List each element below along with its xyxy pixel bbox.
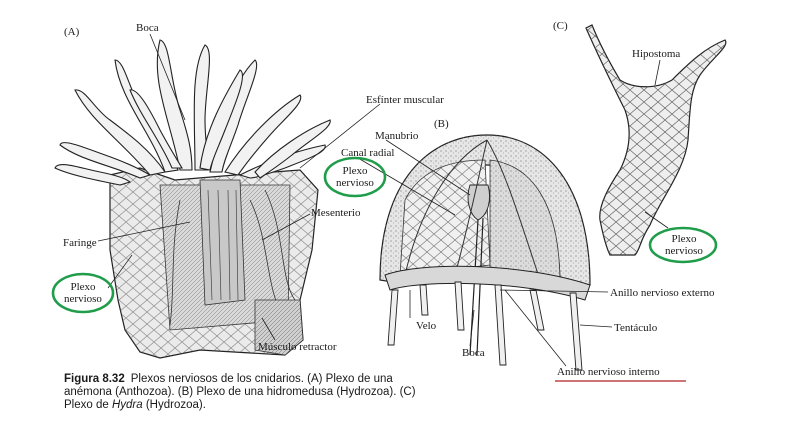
panel-b-hydromedusa-illustration bbox=[379, 134, 591, 371]
panel-a-anemone-illustration bbox=[54, 39, 331, 359]
label-manubrio: Manubrio bbox=[375, 130, 419, 142]
label-canal-radial: Canal radial bbox=[341, 147, 395, 159]
caption-text-2: (Hydrozoa). bbox=[142, 399, 206, 411]
panel-b-letter: (B) bbox=[434, 118, 449, 130]
label-velo: Velo bbox=[416, 320, 437, 332]
plexo-c-line2: nervioso bbox=[665, 245, 703, 257]
caption-figure-label: Figura 8.32 bbox=[64, 373, 125, 385]
label-plexo-nervioso-c: Plexo nervioso bbox=[662, 233, 706, 257]
label-anillo-nervioso-externo: Anillo nervioso externo bbox=[610, 287, 715, 299]
plexo-b-line2: nervioso bbox=[336, 177, 374, 189]
label-anillo-nervioso-interno: Anillo nervioso interno bbox=[557, 366, 660, 378]
highlight-circle-panel-b bbox=[323, 156, 387, 198]
panel-a-letter: (A) bbox=[64, 26, 80, 38]
panel-a-leader-lines bbox=[97, 33, 381, 341]
panel-c-letter: (C) bbox=[553, 20, 568, 32]
panel-b-leader-lines bbox=[357, 139, 613, 367]
label-tentaculo: Tentáculo bbox=[614, 322, 658, 334]
label-musculo-retractor: Músculo retractor bbox=[258, 341, 337, 353]
panel-c-hydra-illustration bbox=[585, 24, 727, 256]
highlight-circle-panel-c bbox=[648, 226, 718, 264]
label-boca-b: Boca bbox=[462, 347, 485, 359]
caption-text-1: Plexos nerviosos de los cnidarios. (A) P… bbox=[64, 373, 416, 411]
plexo-a-line2: nervioso bbox=[64, 293, 102, 305]
label-hipostoma: Hipostoma bbox=[632, 48, 681, 60]
plexo-b-line1: Plexo bbox=[342, 165, 368, 177]
label-boca-a: Boca bbox=[136, 22, 159, 34]
highlight-circle-panel-a bbox=[51, 272, 115, 314]
plexo-c-line1: Plexo bbox=[671, 233, 697, 245]
label-plexo-nervioso-a: Plexo nervioso bbox=[61, 281, 105, 305]
plexo-a-line1: Plexo bbox=[70, 281, 96, 293]
label-faringe: Faringe bbox=[63, 237, 97, 249]
panel-c-leader-lines bbox=[644, 59, 669, 229]
label-esfinter-muscular: Esfínter muscular bbox=[366, 94, 444, 106]
label-mesenterio: Mesenterio bbox=[311, 207, 361, 219]
caption-italic-hydra: Hydra bbox=[111, 399, 143, 411]
label-plexo-nervioso-b: Plexo nervioso bbox=[333, 165, 377, 189]
